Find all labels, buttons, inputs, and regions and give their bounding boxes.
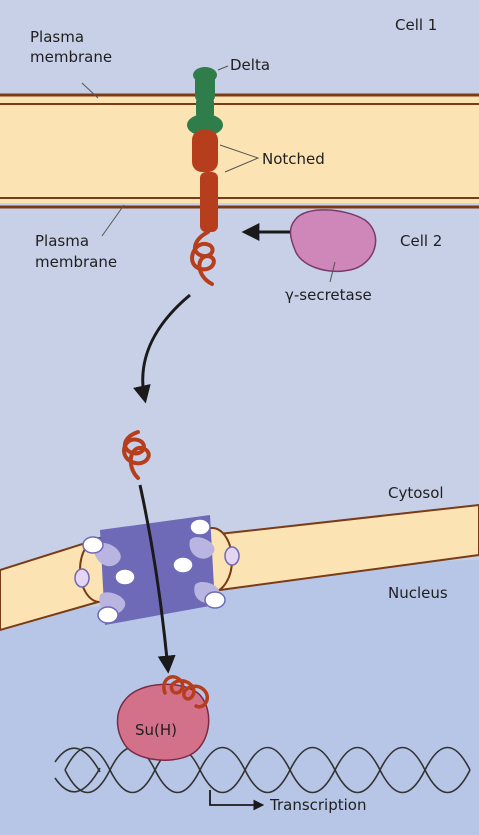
label-plasma-membrane-top-line1: Plasma <box>30 28 84 46</box>
label-gamma-secretase: γ-secretase <box>285 286 372 304</box>
label-cell-2: Cell 2 <box>400 232 442 250</box>
label-cytosol: Cytosol <box>388 484 444 502</box>
label-notched: Notched <box>262 150 325 168</box>
label-delta: Delta <box>230 56 270 74</box>
label-transcription: Transcription <box>269 796 366 814</box>
label-suh: Su(H) <box>135 721 177 739</box>
label-plasma-membrane-bottom-line2: membrane <box>35 253 117 271</box>
label-plasma-membrane-top-line2: membrane <box>30 48 112 66</box>
gamma-secretase-shape <box>290 210 375 271</box>
upper-plasma-membrane <box>0 95 479 207</box>
delta-ligand <box>193 67 217 118</box>
label-cell-1: Cell 1 <box>395 16 437 34</box>
label-plasma-membrane-bottom-line1: Plasma <box>35 232 89 250</box>
label-nucleus: Nucleus <box>388 584 448 602</box>
